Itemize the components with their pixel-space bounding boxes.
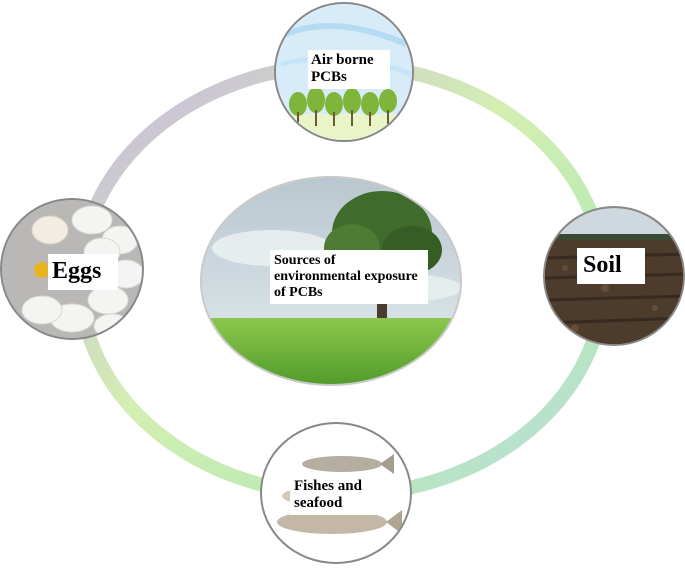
fish-label: Fishes and seafood — [290, 476, 394, 515]
center-label: Sources of environmental exposure of PCB… — [270, 250, 428, 305]
eggs-label: Eggs — [48, 254, 118, 290]
soil-label: Soil — [577, 248, 645, 284]
center-image: Sources of environmental exposure of PCB… — [200, 176, 462, 386]
node-fish: Fishes and seafood — [260, 422, 412, 564]
node-soil: Soil — [543, 206, 685, 346]
air-borne-label: Air borne PCBs — [308, 50, 390, 89]
node-air-borne: Air borne PCBs — [274, 2, 414, 142]
soil-icon — [545, 208, 683, 344]
node-eggs: Eggs — [0, 198, 144, 340]
